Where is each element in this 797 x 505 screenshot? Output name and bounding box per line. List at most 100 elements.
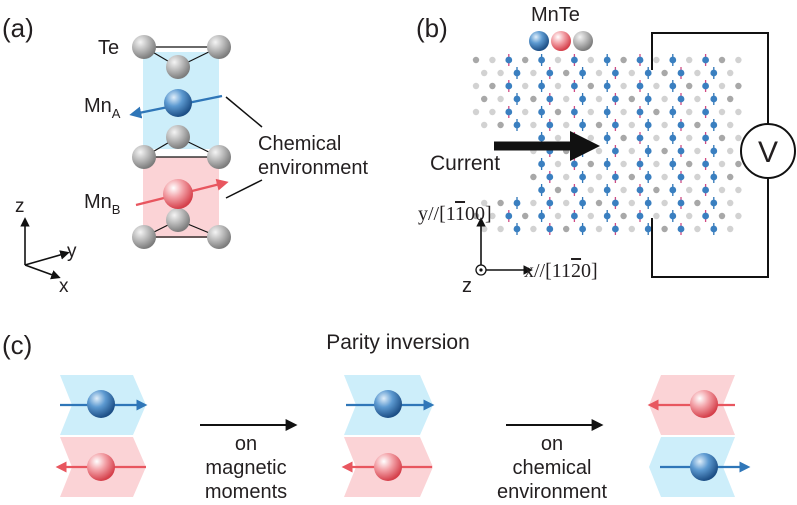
lattice-mn-atom <box>612 121 619 129</box>
panel-b: (b) MnTe V Current z y//[1100] x//[1120] <box>416 4 796 297</box>
lattice-mn-atom <box>538 134 545 142</box>
axes-b <box>476 217 533 275</box>
lattice-te-atom <box>587 82 594 90</box>
lattice-te-atom <box>694 121 701 129</box>
lattice-mn-atom <box>571 82 578 90</box>
lattice-te-atom <box>653 134 660 142</box>
lattice-te-atom <box>530 121 537 129</box>
lattice-te-atom <box>595 69 603 77</box>
lattice-te-atom <box>620 212 627 220</box>
lattice-mn-atom <box>702 56 709 64</box>
lattice-te-atom <box>694 173 701 181</box>
lattice-mn-atom <box>612 199 619 207</box>
chem-pointer-a <box>225 96 263 128</box>
lattice-mn-atom <box>603 108 611 116</box>
lattice-mn-atom <box>571 186 578 194</box>
mn-b-atom <box>690 390 718 418</box>
parity-inversion-title: Parity inversion <box>326 331 470 354</box>
lattice-mn-atom <box>644 121 652 129</box>
lattice-te-atom <box>727 69 734 77</box>
lattice-te-atom <box>489 108 496 116</box>
lattice-mn-atom <box>702 160 709 168</box>
lattice-mn-atom <box>677 173 685 181</box>
lattice-mn-atom <box>677 199 685 207</box>
axis-z-label: z <box>15 196 25 217</box>
lattice-mn-atom <box>579 95 586 103</box>
lattice-mn-atom <box>710 121 718 129</box>
lattice-te-atom <box>595 199 603 207</box>
lattice-mn-atom <box>538 212 545 220</box>
op2-line2: chemical <box>513 457 592 479</box>
lattice-te-atom <box>686 82 693 90</box>
lattice-mn-atom <box>710 173 718 181</box>
te-atom <box>132 35 156 59</box>
lattice-te-atom <box>595 95 603 103</box>
lattice-te-atom <box>489 82 496 90</box>
lattice-mn-atom <box>710 147 718 155</box>
lattice-mn-atom <box>644 199 652 207</box>
chem-env-line2: environment <box>258 157 369 179</box>
lattice-mn-atom <box>644 95 652 103</box>
lattice-mn-atom <box>710 95 718 103</box>
lattice-mn-atom <box>603 186 611 194</box>
lattice-te-atom <box>686 186 693 194</box>
axes-a <box>20 217 70 280</box>
legend-mn-a-icon <box>529 31 549 51</box>
te-atom <box>207 35 231 59</box>
lattice-te-atom <box>694 95 701 103</box>
lattice-te-atom <box>694 69 701 77</box>
lattice-te-atom <box>489 56 496 64</box>
lattice-mn-atom <box>677 147 685 155</box>
op2-line1: on <box>541 433 563 455</box>
lattice-mn-atom <box>538 56 545 64</box>
lattice-te-atom <box>587 186 594 194</box>
lattice-mn-atom <box>636 186 644 194</box>
lattice-te-atom <box>481 225 488 233</box>
lattice-mn-atom <box>612 95 619 103</box>
lattice-te-atom <box>563 69 570 77</box>
mn-a-atom <box>164 89 192 117</box>
lattice-te-atom <box>727 121 734 129</box>
lattice-te-atom <box>620 160 627 168</box>
op1-line2: magnetic <box>205 457 286 479</box>
voltmeter-label: V <box>758 136 778 169</box>
lattice-te-atom <box>718 56 726 64</box>
axis-b-x-label: x//[1120] <box>524 260 598 282</box>
lattice-mn-atom <box>538 82 545 90</box>
lattice-te-atom <box>735 56 742 64</box>
lattice-te-atom <box>661 121 668 129</box>
panel-a: (a) Te MnA MnB <box>2 13 369 297</box>
lattice-te-atom <box>735 160 742 168</box>
lattice-te-atom <box>718 212 726 220</box>
lattice-mn-atom <box>710 225 718 233</box>
lattice-te-atom <box>587 108 594 116</box>
axis-b-y-label: y//[1100] <box>418 203 492 225</box>
panel-a-label: (a) <box>2 13 34 43</box>
lattice-te-atom <box>563 121 570 129</box>
mn-a-atom <box>374 390 402 418</box>
lattice-te-atom <box>628 199 635 207</box>
panel-c-label: (c) <box>2 330 32 360</box>
lattice-te-atom <box>595 147 603 155</box>
te-atoms <box>132 35 231 249</box>
lattice-mn-atom <box>546 69 554 77</box>
lattice-te-atom <box>694 147 701 155</box>
lattice-mn-atom <box>669 134 677 142</box>
lattice-mn-atom <box>669 108 677 116</box>
te-atom <box>207 225 231 249</box>
lattice-te-atom <box>620 108 627 116</box>
lattice-te-atom <box>481 69 488 77</box>
lattice-mn-atom <box>571 212 578 220</box>
axis-y-label: y <box>67 241 77 262</box>
lattice-te-atom <box>595 173 603 181</box>
panel-c: (c) Parity inversion on magnetic moments… <box>2 330 751 503</box>
lattice-te-atom <box>530 69 537 77</box>
lattice-mn-atom <box>571 108 578 116</box>
lattice-te-atom <box>481 95 488 103</box>
lattice-te-atom <box>587 212 594 220</box>
current-arrow-icon <box>570 131 600 161</box>
lattice-mn-atom <box>677 95 685 103</box>
lattice-mn-atom <box>612 147 619 155</box>
lattice-mn-atom <box>546 173 554 181</box>
te-label: Te <box>98 37 119 59</box>
